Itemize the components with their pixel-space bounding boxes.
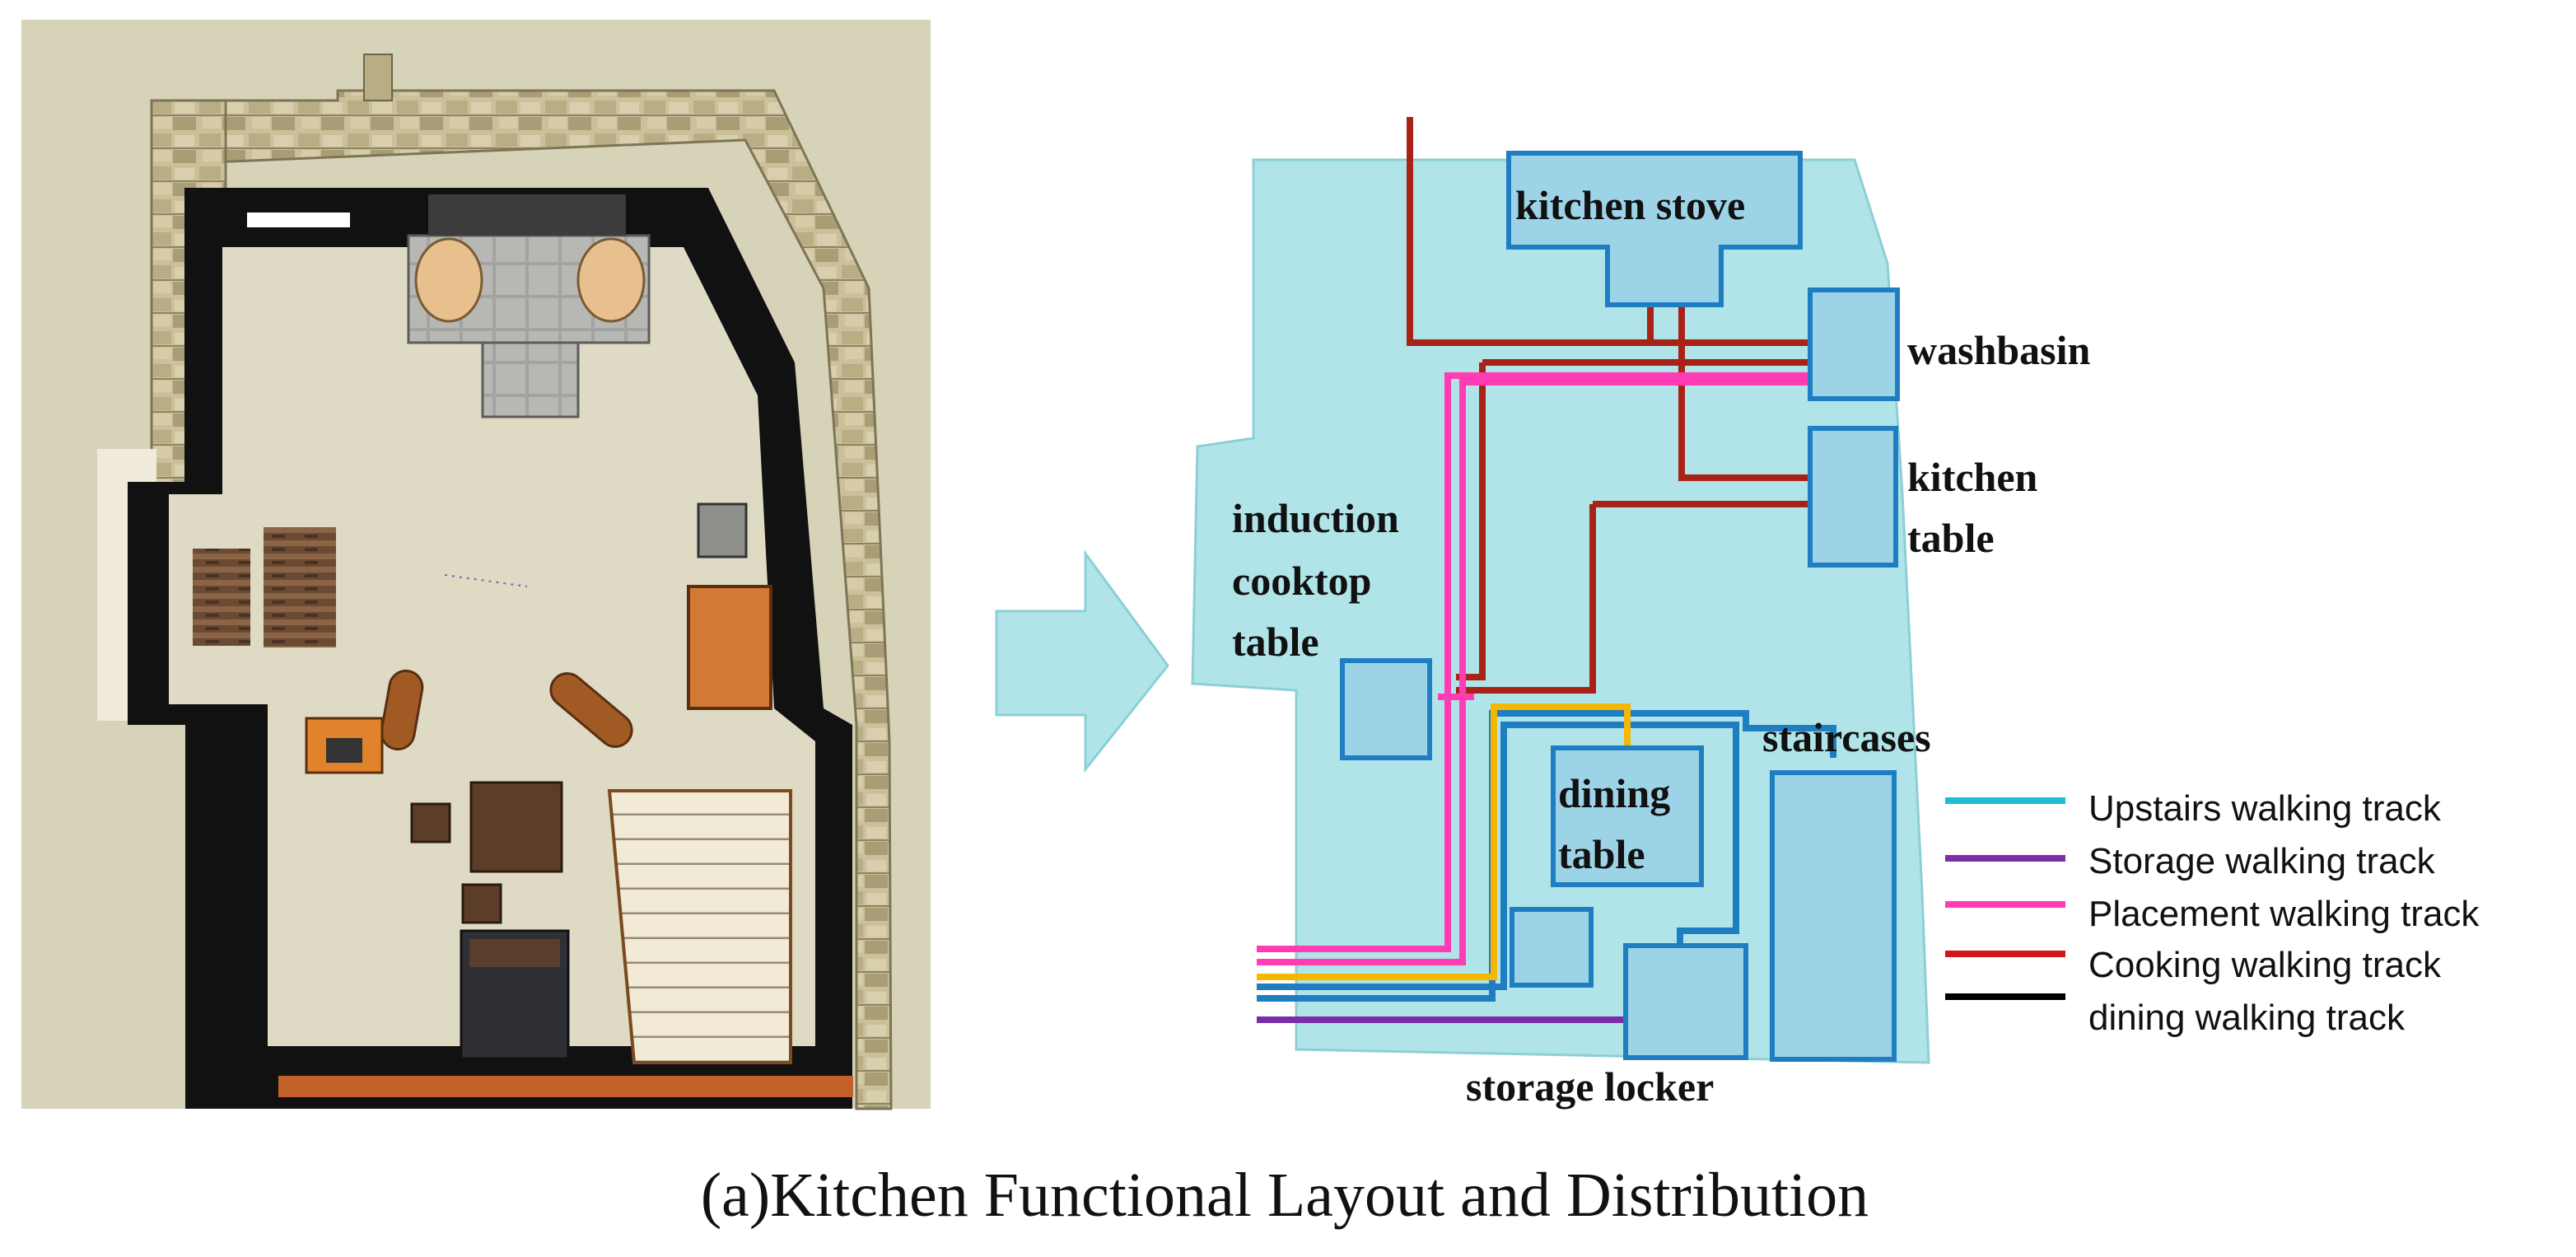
chimney [363,54,393,101]
log [380,669,424,751]
label-dining-line1: dining [1558,770,1670,816]
label-induction-line3: table [1232,619,1319,665]
label-staircases: staircases [1762,714,1931,760]
stove-back [428,194,626,236]
stove-base [481,341,580,418]
locker-top [469,939,560,967]
label-storage-locker: storage locker [1466,1063,1714,1110]
staircase-model [607,789,792,1064]
functional-diagram: kitchen stove washbasin kitchen table in… [1191,117,2091,1110]
dining-table-model [469,781,563,873]
kitchen-3d-model [21,20,931,1110]
label-induction-line1: induction [1232,495,1399,541]
staircases-box [1770,770,1897,1062]
figure-caption: (a)Kitchen Functional Layout and Distrib… [701,1161,1869,1230]
legend-label-cooking: Cooking walking track [2088,945,2442,985]
kitchen-table-box [1808,426,1898,568]
legend: Upstairs walking track Storage walking t… [1945,788,2480,1038]
dining-table-box [1551,745,1704,887]
legend-label-dining: dining walking track [2088,998,2406,1038]
kitchen-stove-box [1506,151,1803,307]
label-kitchen-table-line2: table [1907,515,1995,561]
dining-walking-track [1257,703,1631,980]
label-dining-line2: table [1558,831,1645,877]
stove-burner [414,237,483,323]
log [549,672,633,748]
placement-walking-track [1257,372,1812,965]
cooktop-surface [326,738,362,763]
washbasin-box [1808,287,1900,401]
washbasin-model [697,502,748,558]
right-arrow-icon [995,549,1169,773]
label-kitchen-table-line1: kitchen [1907,454,2038,500]
bottom-beam [278,1076,853,1097]
kitchen-table-model [687,585,772,710]
stone-wall [150,89,893,1110]
stool [410,802,451,843]
stool [461,883,502,924]
firewood-pile [193,549,250,646]
cooking-walking-track [1407,117,1812,694]
firewood-pile [264,527,336,647]
label-washbasin: washbasin [1907,327,2091,373]
legend-label-placement: Placement walking track [2088,894,2480,934]
small-cabinet-box [1510,907,1594,988]
legend-label-upstairs: Upstairs walking track [2088,788,2442,829]
label-induction-line2: cooktop [1232,558,1371,604]
induction-cooktop-box [1340,658,1432,760]
label-kitchen-stove: kitchen stove [1515,182,1745,228]
storage-locker-box [1623,943,1748,1060]
legend-label-storage: Storage walking track [2088,841,2436,881]
stove-burner [576,237,646,323]
window [247,213,350,227]
